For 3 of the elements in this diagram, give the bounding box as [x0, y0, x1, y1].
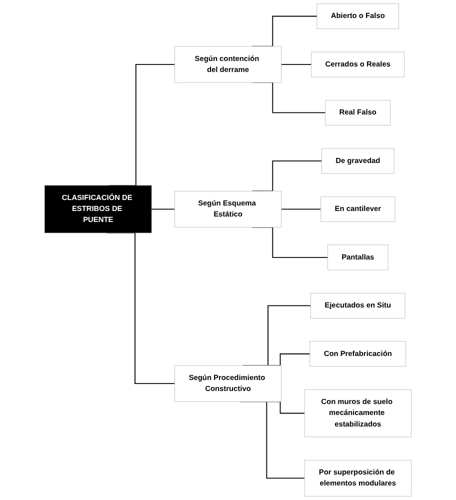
connector [151, 208, 176, 210]
connector [280, 64, 312, 65]
connector [280, 208, 322, 210]
